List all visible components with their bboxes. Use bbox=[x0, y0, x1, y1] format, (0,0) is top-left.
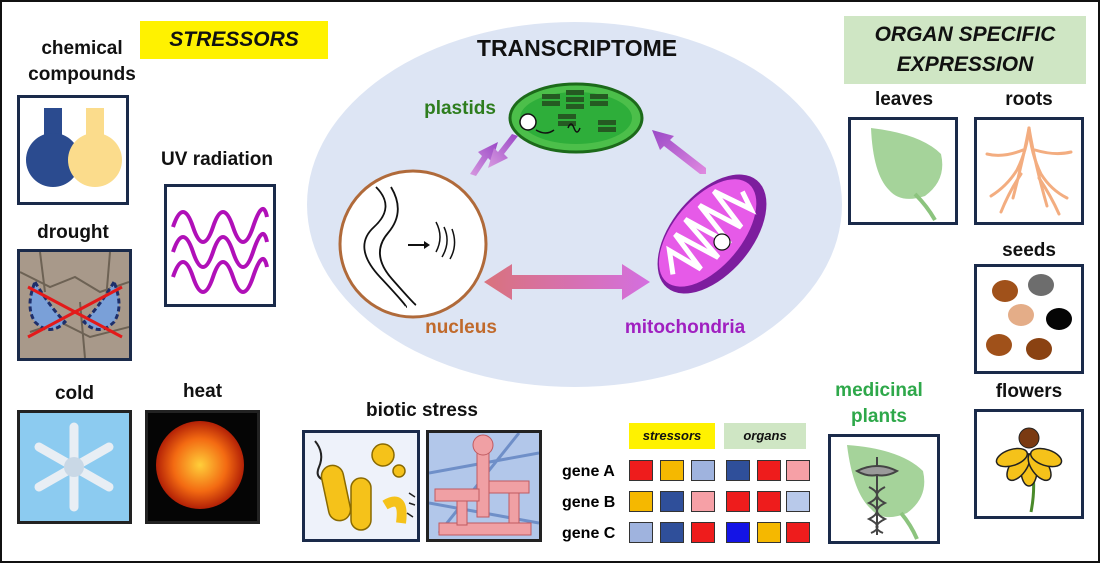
drought-label: drought bbox=[37, 222, 109, 243]
heatmap-cell bbox=[726, 460, 750, 481]
heatmap-cell bbox=[786, 491, 810, 512]
biotic-fungi-image bbox=[426, 430, 542, 542]
chemical-compounds-label: chemical compounds bbox=[28, 38, 136, 85]
heatmap-cell bbox=[786, 460, 810, 481]
heatmap-cell bbox=[660, 460, 684, 481]
uv-waves-image bbox=[164, 184, 276, 307]
heatmap-cell bbox=[691, 460, 715, 481]
heatmap-cell bbox=[629, 491, 653, 512]
mitochondrion-image bbox=[642, 162, 782, 307]
heatmap-cell bbox=[726, 522, 750, 543]
gene-c-label: gene C bbox=[562, 525, 616, 542]
seeds-label: seeds bbox=[1002, 240, 1056, 261]
nucleus-image bbox=[336, 167, 491, 322]
biotic-bacteria-image bbox=[302, 430, 420, 542]
heatmap-cell bbox=[691, 491, 715, 512]
chemical-flasks-image bbox=[17, 95, 129, 205]
organ-specific-header: ORGAN SPECIFIC EXPRESSION bbox=[844, 16, 1086, 84]
leaves-label: leaves bbox=[874, 89, 934, 110]
uv-radiation-label: UV radiation bbox=[161, 149, 273, 170]
heatmap-cell bbox=[757, 460, 781, 481]
medicinal-plants-label: medicinal plants bbox=[835, 380, 923, 427]
biotic-stress-label: biotic stress bbox=[366, 400, 478, 421]
flower-image bbox=[974, 409, 1084, 519]
transcriptome-title: TRANSCRIPTOME bbox=[476, 35, 678, 61]
uv-wave-3 bbox=[171, 257, 269, 294]
bacterium-coccus-icon bbox=[371, 443, 395, 467]
heatmap-cell bbox=[757, 522, 781, 543]
flask-yellow-icon bbox=[68, 108, 122, 187]
caduceus-icon bbox=[854, 457, 900, 535]
heatmap-cell bbox=[691, 522, 715, 543]
heatmap-cell bbox=[757, 491, 781, 512]
nucleus-mito-arrow bbox=[482, 262, 652, 302]
cristae-icon bbox=[666, 188, 757, 275]
sun-icon bbox=[156, 421, 244, 509]
heatmap-cell bbox=[726, 491, 750, 512]
bacterium-rod-icon bbox=[320, 464, 352, 522]
plastids-label: plastids bbox=[424, 98, 496, 119]
heatmap-stressors-tag: stressors bbox=[629, 423, 715, 449]
drought-image bbox=[17, 249, 132, 361]
stressors-header: STRESSORS bbox=[140, 21, 328, 59]
fungal-hyphae-icon bbox=[434, 434, 532, 536]
uv-wave-2 bbox=[171, 232, 269, 269]
cold-label: cold bbox=[54, 383, 95, 404]
seeds-icon bbox=[986, 274, 1072, 360]
flowers-label: flowers bbox=[995, 381, 1063, 402]
seeds-image bbox=[974, 264, 1084, 374]
heat-label: heat bbox=[182, 381, 223, 402]
heatmap-cell bbox=[786, 522, 810, 543]
heatmap-cell bbox=[660, 522, 684, 543]
heatmap-grid bbox=[629, 460, 810, 550]
mitochondria-label: mitochondria bbox=[624, 317, 746, 338]
dna-strand-icon bbox=[363, 186, 407, 308]
roots-label: roots bbox=[1005, 89, 1053, 110]
nucleus-plastid-arrow bbox=[464, 130, 524, 180]
cold-snowflake-image bbox=[17, 410, 132, 524]
medicinal-plants-image bbox=[828, 434, 940, 544]
roots-image bbox=[974, 117, 1084, 225]
roots-icon bbox=[985, 126, 1073, 216]
plastid-mito-arrow bbox=[648, 126, 710, 178]
gene-b-label: gene B bbox=[562, 494, 616, 511]
heat-sun-image bbox=[145, 410, 260, 524]
uv-wave-1 bbox=[171, 207, 269, 244]
leaf-icon bbox=[871, 128, 943, 199]
heatmap-organs-tag: organs bbox=[724, 423, 806, 449]
heatmap-cell bbox=[660, 491, 684, 512]
flask-blue-icon bbox=[26, 108, 80, 187]
plastid-image bbox=[506, 80, 646, 156]
heatmap-cell bbox=[629, 460, 653, 481]
heatmap-cell bbox=[629, 522, 653, 543]
flower-icon bbox=[995, 447, 1063, 487]
gene-a-label: gene A bbox=[562, 463, 615, 480]
thylakoid-icon bbox=[542, 90, 616, 132]
leaf-image bbox=[848, 117, 958, 225]
nucleus-label: nucleus bbox=[425, 317, 497, 338]
